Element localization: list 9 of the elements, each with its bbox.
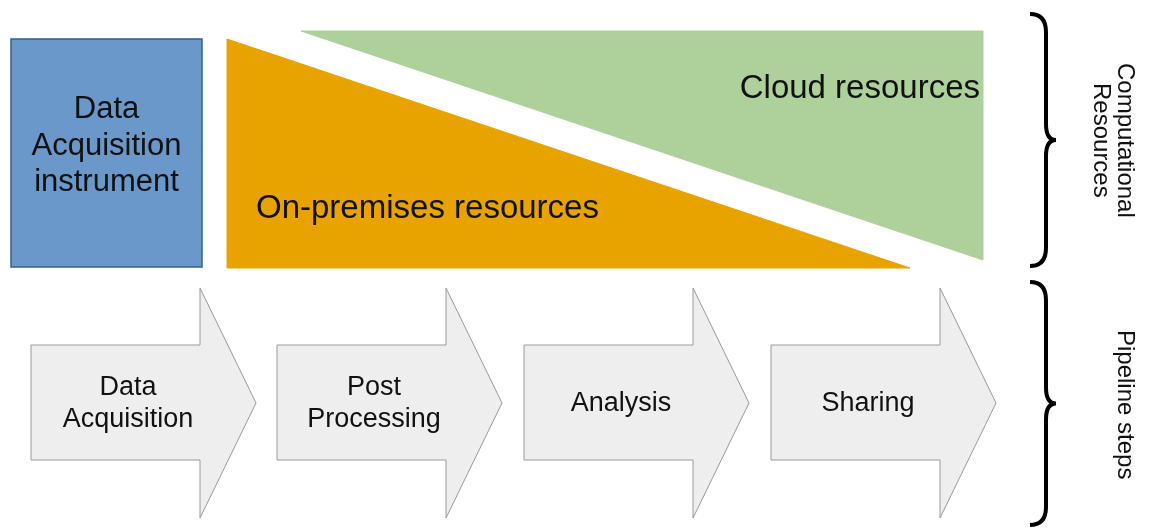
- region-label: Data Acquisition instrument: [30, 90, 183, 200]
- region-label: On-premises resources: [256, 188, 600, 227]
- region-label: Cloud resources: [738, 68, 980, 107]
- step-label: Sharing: [820, 387, 916, 419]
- bracket-label: Pipeline steps: [1112, 329, 1138, 482]
- step-label: Data Acquisition: [61, 371, 195, 435]
- step-label: Analysis: [569, 387, 673, 419]
- step-label: Post Processing: [306, 371, 442, 435]
- bracket-label: Computational Resources: [1088, 61, 1138, 220]
